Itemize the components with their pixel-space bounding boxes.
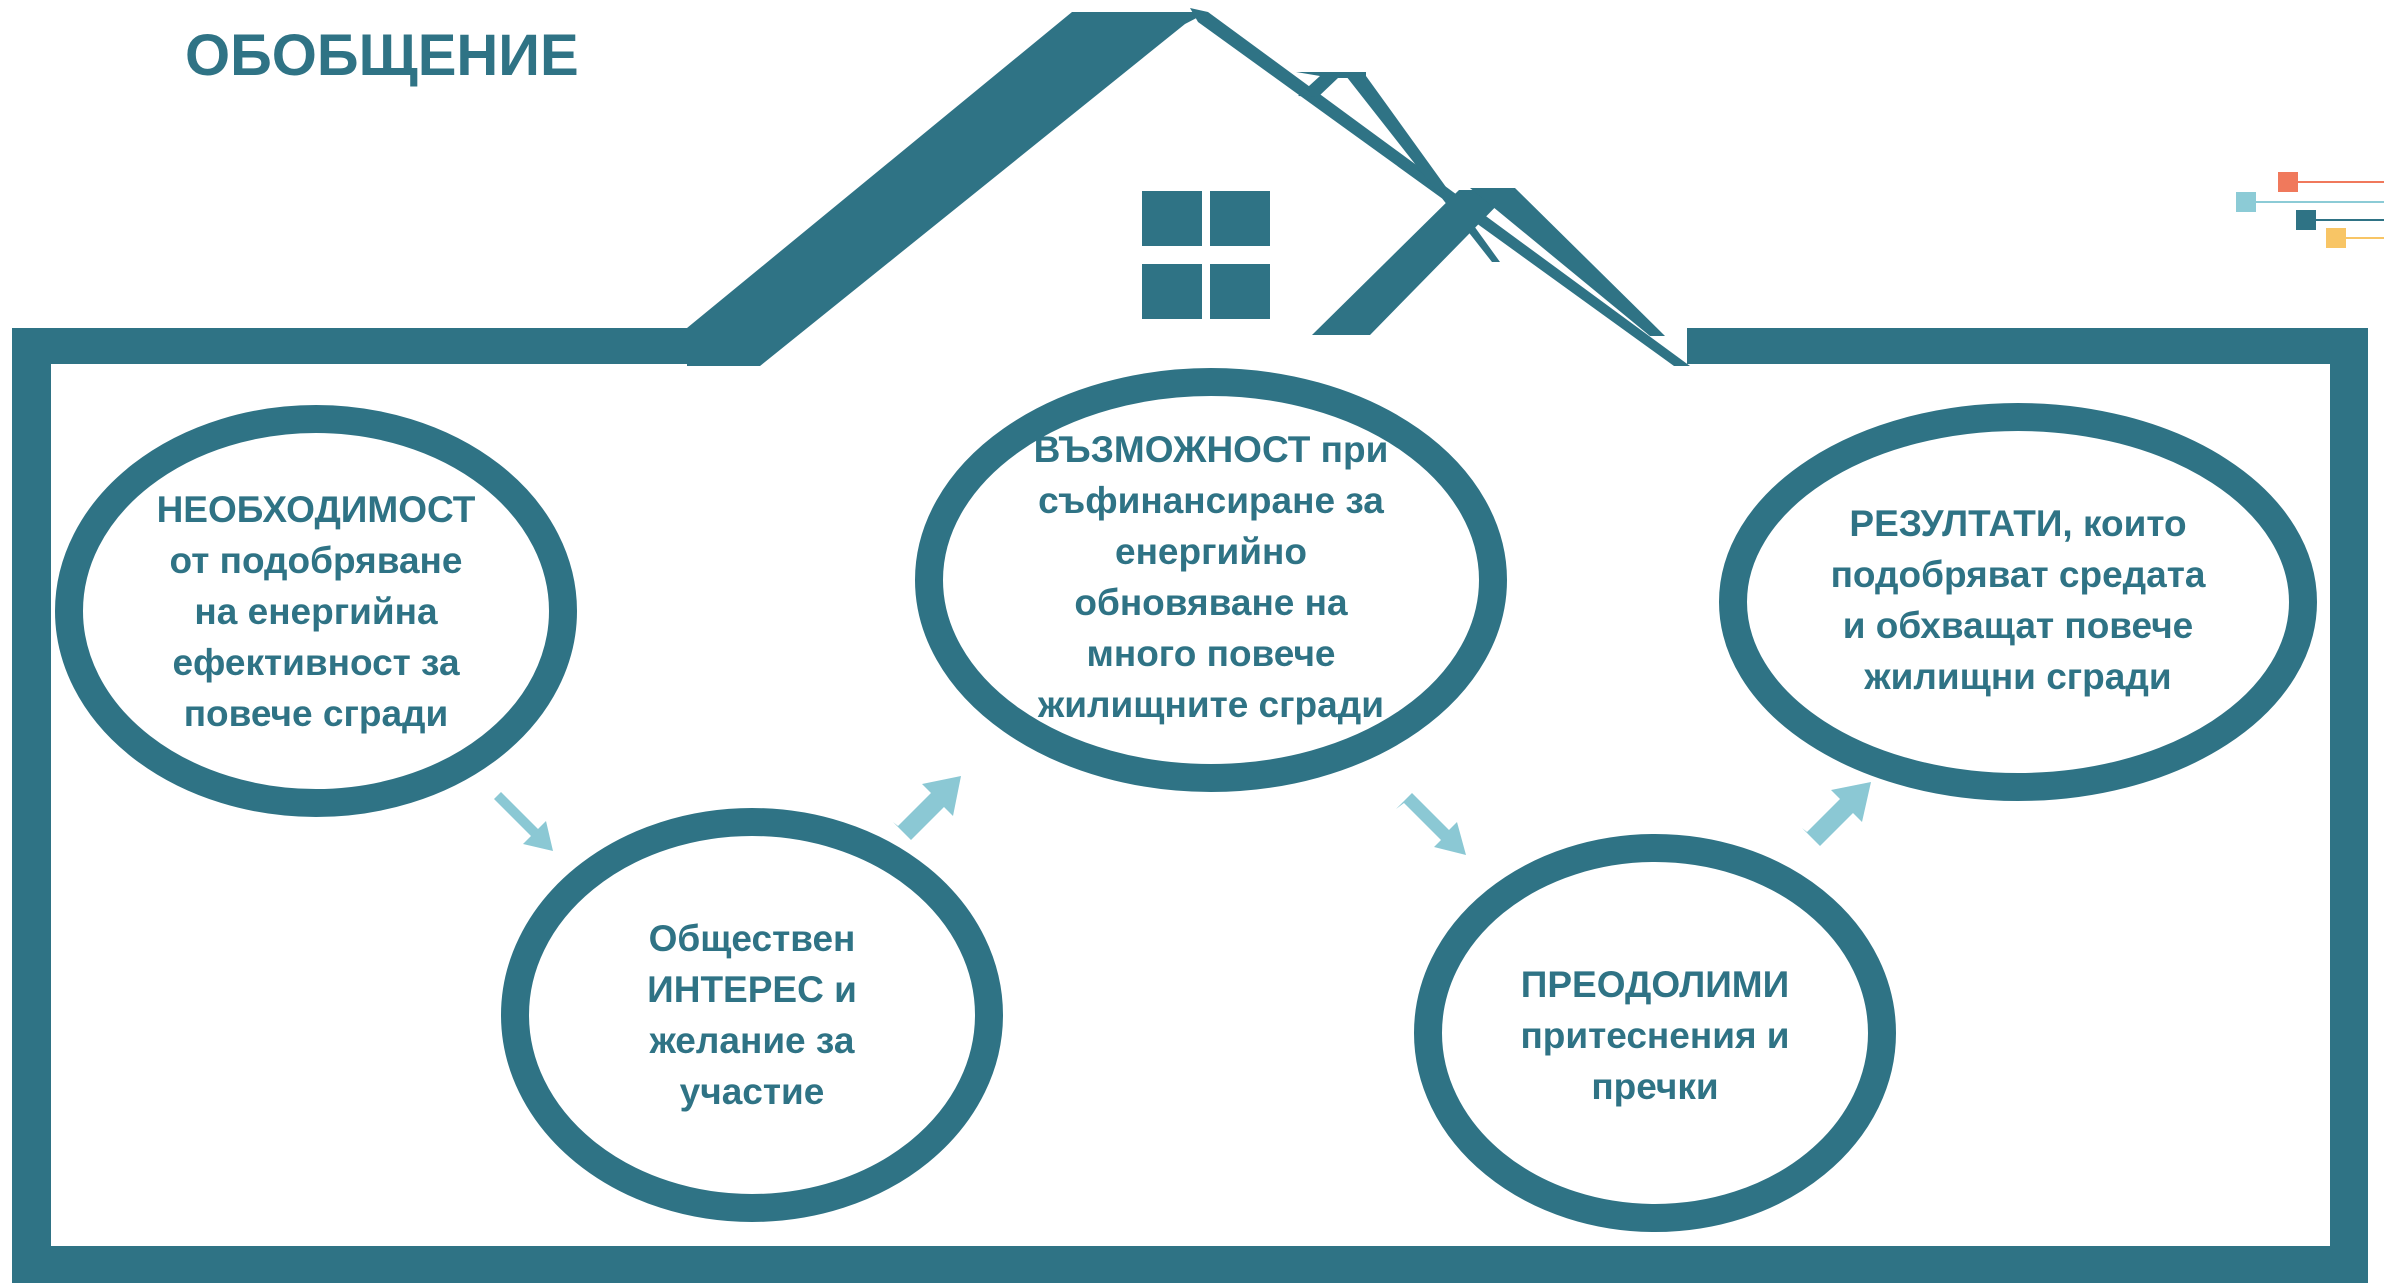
node-need-line: ефективност за bbox=[172, 641, 460, 683]
node-results-line: жилищни сгради bbox=[1864, 656, 2172, 697]
roof-chimney bbox=[1296, 72, 1366, 97]
roof-dormer-right bbox=[1470, 188, 1665, 336]
node-results-text: РЕЗУЛТАТИ, които подобряват средата и об… bbox=[1768, 450, 2268, 750]
arrow-constraints-to-results bbox=[1802, 782, 1871, 846]
node-opportunity-line: обновяване на bbox=[1074, 582, 1348, 623]
node-results-line: подобряват средата bbox=[1830, 554, 2206, 595]
node-opportunity-text: ВЪЗМОЖНОСТ при съфинансиране за енергийн… bbox=[961, 402, 1461, 752]
node-need-line: от подобряване bbox=[169, 539, 463, 581]
node-need-line: повече сгради bbox=[183, 692, 449, 734]
node-opportunity-line: ВЪЗМОЖНОСТ при bbox=[1033, 429, 1389, 470]
node-opportunity-line: жилищните сгради bbox=[1038, 684, 1384, 725]
node-interest-line: желание за bbox=[649, 1020, 855, 1061]
node-need-line: НЕОБХОДИМОСТ bbox=[156, 488, 476, 530]
node-constraints-line: притеснения и bbox=[1520, 1014, 1790, 1056]
arrow-opportunity-to-constraints bbox=[1396, 793, 1466, 855]
node-interest-line: Обществен bbox=[648, 918, 856, 959]
node-constraints-line: пречки bbox=[1591, 1065, 1719, 1107]
node-interest-text: Обществен ИНТЕРЕС и желание за участие bbox=[552, 860, 952, 1170]
node-results-line: и обхващат повече bbox=[1842, 605, 2194, 646]
node-constraints-line: ПРЕОДОЛИМИ bbox=[1520, 963, 1790, 1005]
node-interest-ellipse bbox=[501, 808, 1003, 1222]
node-need-line: на енергийна bbox=[194, 590, 438, 632]
node-opportunity-line: много повече bbox=[1086, 633, 1336, 674]
node-opportunity-line: енергийно bbox=[1115, 531, 1307, 572]
slide-title: ОБОБЩЕНИЕ bbox=[185, 23, 579, 88]
window-icon bbox=[1142, 191, 1270, 319]
node-interest-line: ИНТЕРЕС и bbox=[647, 969, 857, 1010]
node-constraints-ellipse bbox=[1414, 834, 1896, 1232]
node-results-line: РЕЗУЛТАТИ, които bbox=[1849, 503, 2187, 544]
node-need-ellipse bbox=[55, 405, 577, 817]
node-interest-line: участие bbox=[679, 1071, 825, 1112]
arrow-need-to-interest bbox=[485, 792, 553, 851]
decorative-squares-icon bbox=[2236, 172, 2384, 248]
node-need-text: НЕОБХОДИМОСТ от подобряване на енергийна… bbox=[86, 441, 546, 781]
roof-dormer bbox=[1312, 190, 1512, 335]
node-opportunity-ellipse bbox=[915, 368, 1507, 792]
node-results-ellipse bbox=[1719, 403, 2317, 801]
roof-left-slope bbox=[687, 12, 1208, 366]
node-constraints-text: ПРЕОДОЛИМИ притеснения и пречки bbox=[1455, 900, 1855, 1170]
arrow-interest-to-opportunity bbox=[893, 776, 961, 840]
node-opportunity-line: съфинансиране за bbox=[1038, 480, 1384, 521]
